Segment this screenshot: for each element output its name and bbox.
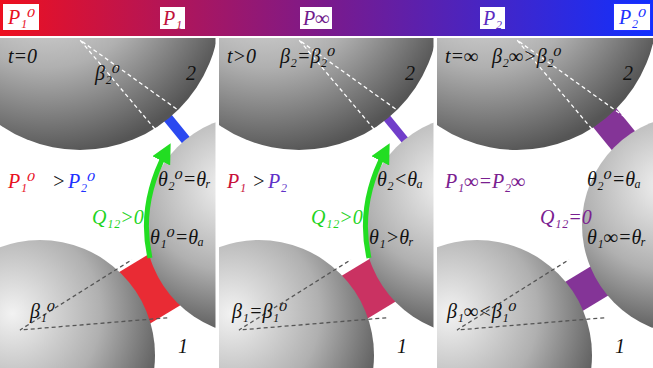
panel-label: θ₁⁰=θₐ (150, 226, 204, 248)
pressure-end-box: P₂⁰ (613, 3, 651, 31)
grain-sphere (0, 38, 216, 150)
grain-sphere (582, 115, 653, 335)
panel-label: 2 (405, 62, 415, 84)
panel-label: 2 (186, 62, 196, 84)
panel-label: β₁=β₁⁰ (232, 300, 287, 322)
pressure-label: P₁ (160, 7, 185, 29)
panel-label: Q₁₂=0 (540, 206, 592, 228)
panel-label: 1 (615, 335, 625, 357)
panel-label: P₁⁰ (8, 170, 35, 192)
panel-label: P₁ (227, 170, 246, 192)
pressure-end-box: P₁⁰ (2, 3, 40, 31)
panel-label: t=∞ (445, 45, 478, 67)
pressure-label: P₁⁰ (8, 6, 35, 28)
angle-guide (80, 40, 190, 140)
panel-label: β₂=β₂⁰ (280, 45, 335, 67)
panel-label: > (252, 170, 266, 192)
panel-label: P₂ (268, 170, 287, 192)
panel-label: β₁⁰ (30, 300, 55, 322)
grain-sphere (364, 115, 435, 335)
panel-label: P₂⁰ (68, 170, 95, 192)
panel-label: β₂⁰ (95, 62, 120, 84)
panel-label: β₁∞<β₁⁰ (447, 300, 517, 322)
panel-label: θ₁>θᵣ (369, 226, 414, 248)
panel-label: P₁∞=P₂∞ (445, 170, 525, 192)
panel-label: Q₁₂>0 (92, 206, 144, 228)
panel-label: θ₂⁰=θₐ (587, 168, 641, 190)
panel-label: > (52, 170, 66, 192)
pressure-label: P₂⁰ (619, 6, 646, 28)
panel-label: Q₁₂>0 (311, 206, 363, 228)
pressure-label: P∞ (300, 7, 332, 29)
pore-panel (362, 0, 653, 368)
panel-label: t=0 (8, 45, 37, 67)
panel-label: 1 (397, 335, 407, 357)
grain-sphere (437, 38, 653, 150)
panel-label: θ₂<θₐ (377, 168, 423, 190)
panel-label: θ₂⁰=θᵣ (158, 168, 211, 190)
panel-divider (216, 36, 219, 368)
panel-label: θ₁∞=θᵣ (587, 226, 646, 248)
panel-label: t>0 (227, 45, 256, 67)
pressure-label: P₂ (480, 7, 505, 29)
panel-label: 1 (178, 335, 188, 357)
grain-sphere (145, 115, 216, 335)
grain-sphere (219, 38, 435, 150)
panel-label: 2 (623, 62, 633, 84)
panel-label: β₂∞>β₂⁰ (492, 45, 562, 67)
pressure-bar (0, 0, 653, 36)
panel-divider (434, 36, 437, 368)
angle-guide (20, 260, 167, 330)
